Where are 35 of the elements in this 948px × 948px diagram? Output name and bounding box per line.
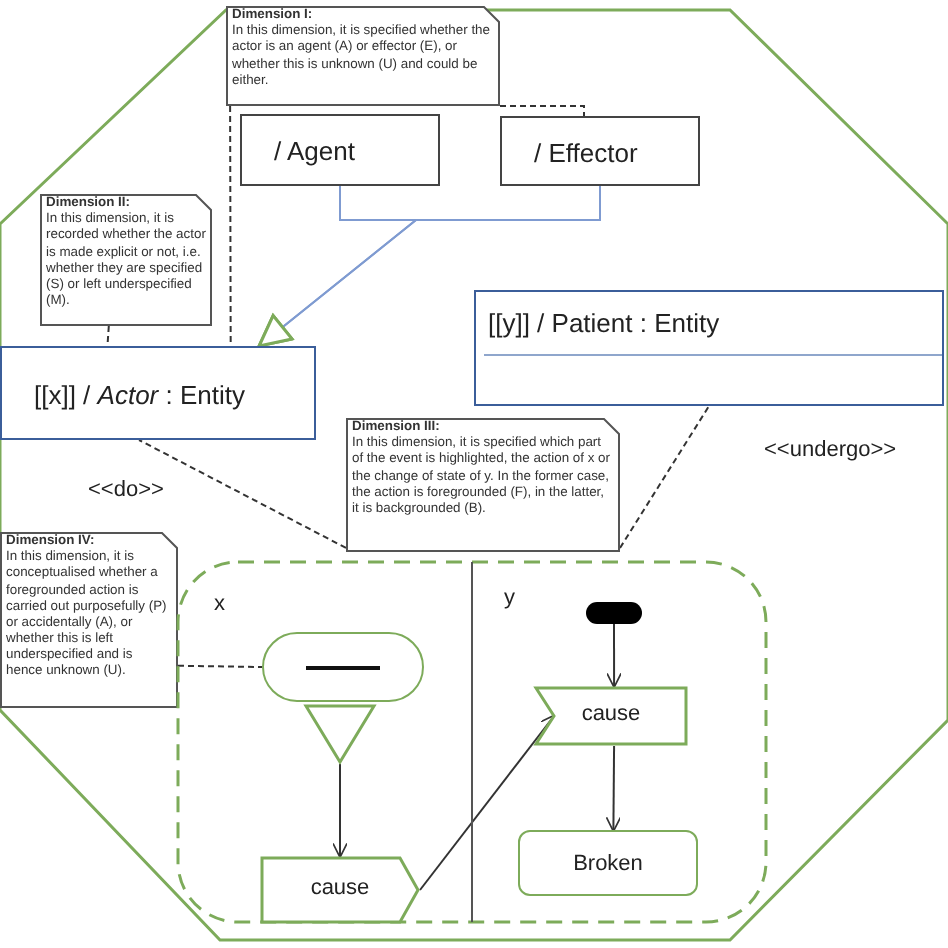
arrow	[257, 185, 601, 348]
node-label: [[y]] / Patient : Entity	[488, 308, 720, 338]
start-bar	[586, 602, 642, 624]
arrow	[419, 714, 556, 891]
arrow	[605, 745, 622, 833]
node-label: Broken	[571, 851, 645, 875]
lane-label: x	[214, 592, 225, 616]
node-label: cause	[308, 876, 372, 900]
dashed-region	[176, 560, 768, 924]
class-box	[0, 346, 316, 440]
node-label: cause	[579, 702, 643, 726]
note	[40, 194, 212, 326]
triangle-shape	[304, 704, 376, 764]
arrow	[606, 623, 622, 689]
accept-event-shape	[534, 686, 688, 746]
note	[226, 6, 500, 106]
leader-line	[619, 405, 710, 549]
leader-line	[229, 105, 232, 347]
lane-label: y	[504, 586, 515, 610]
leader-line	[177, 664, 263, 668]
class-box	[474, 290, 944, 406]
stereotype-label: <<do>>	[88, 478, 164, 502]
node-label: / Agent	[274, 136, 355, 166]
note	[0, 532, 178, 708]
state-box	[518, 830, 698, 896]
arrow	[332, 763, 348, 859]
node-label: [[x]] / Actor : Entity	[34, 379, 245, 409]
class-box	[500, 116, 700, 186]
leader-line	[106, 325, 110, 347]
leader-line	[499, 105, 585, 117]
node-label: / Effector	[534, 137, 638, 167]
class-box	[240, 114, 440, 186]
note	[346, 418, 620, 552]
send-signal-shape	[260, 856, 420, 924]
stereotype-label: <<undergo>>	[764, 438, 897, 462]
